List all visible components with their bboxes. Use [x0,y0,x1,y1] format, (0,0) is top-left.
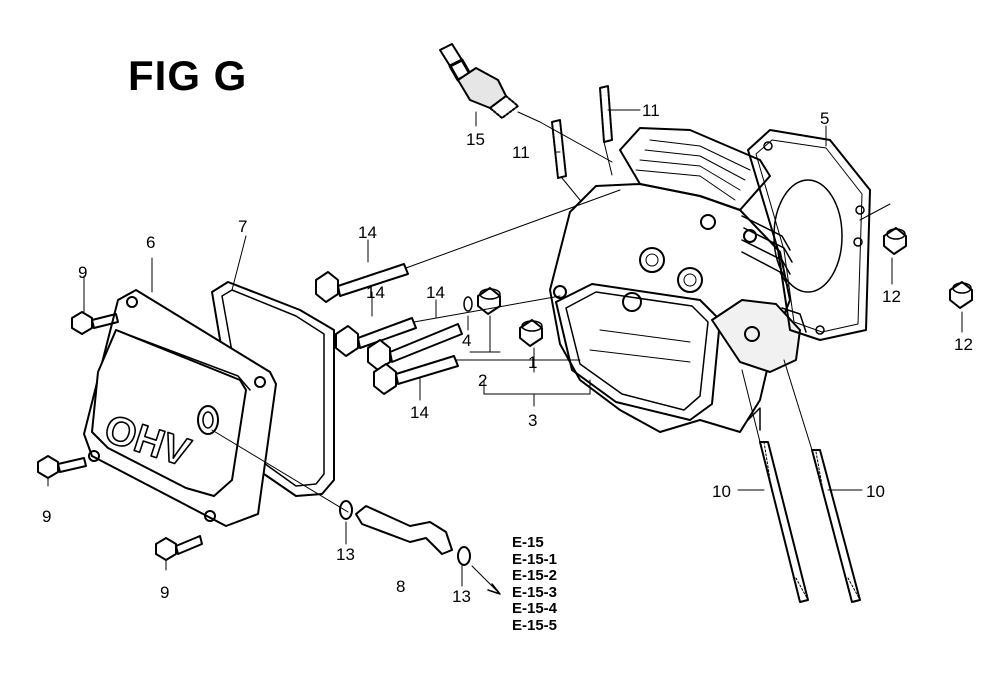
callout-7: 7 [238,217,247,236]
valve-parts [463,287,543,347]
callout-14-c: 14 [426,283,445,302]
reference-e15-1: E-15-1 [512,550,558,568]
callout-14-b: 14 [366,283,385,302]
callout-labels: 15 11 11 5 14 14 14 14 6 7 9 9 9 4 2 1 3… [42,101,973,606]
callout-4: 4 [462,331,471,350]
callout-10-left: 10 [712,482,731,501]
callout-9-top: 9 [78,263,87,282]
figure-title: FIG G [128,52,248,99]
valve-cover: OHV [83,289,349,527]
head-bolts [315,189,621,395]
callout-10-right: 10 [866,482,885,501]
callout-3: 3 [528,411,537,430]
callout-8: 8 [396,577,405,596]
reference-e15-2: E-15-2 [512,567,558,584]
callout-14-a: 14 [358,223,377,242]
cover-bolts [37,311,203,561]
callout-11-right: 11 [642,101,660,120]
callout-11-left: 11 [512,143,530,162]
callout-12-a: 12 [882,287,901,306]
callout-9-left: 9 [42,507,51,526]
stud-bolts-top [551,85,613,201]
callout-9-bottom: 9 [160,583,169,602]
callout-6: 6 [146,233,155,252]
long-studs [741,359,861,603]
head-gasket [747,129,871,341]
reference-e15-5: E-15-5 [512,616,558,634]
reference-list: E-15 E-15-1 E-15-2 E-15-3 E-15-4 E-15-5 [512,534,558,634]
callout-13-left: 13 [336,545,355,564]
reference-e15: E-15 [512,534,544,551]
callout-2: 2 [478,371,487,390]
callout-15: 15 [466,130,485,149]
cylinder-head [549,127,807,433]
callout-13-right: 13 [452,587,471,606]
callout-1: 1 [528,353,537,372]
reference-e15-4: E-15-4 [512,600,558,617]
callout-5: 5 [820,109,829,128]
callout-14-d: 14 [410,403,429,422]
callout-12-b: 12 [954,335,973,354]
leader-lines [47,109,963,587]
dowel-pins [859,203,973,309]
reference-e15-3: E-15-3 [512,583,558,601]
breather-tube [339,500,501,595]
